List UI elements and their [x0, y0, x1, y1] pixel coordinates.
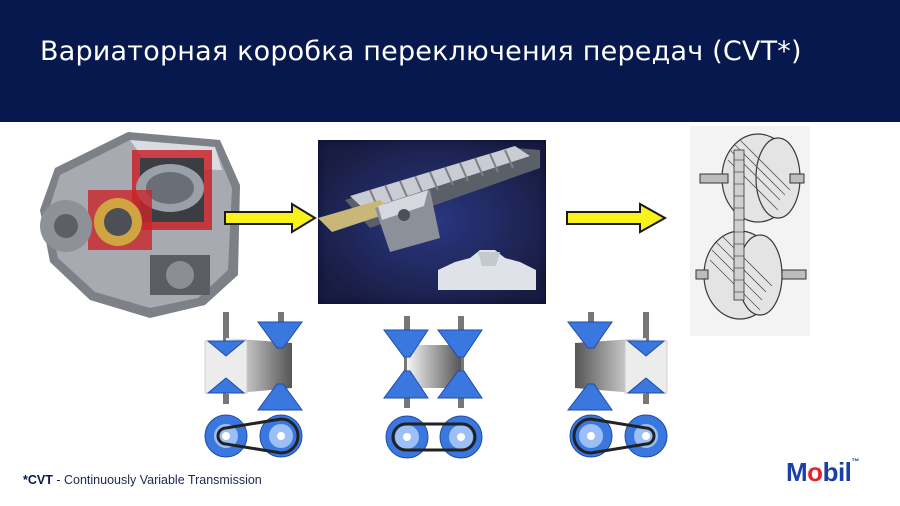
- title-bar: Вариаторная коробка переключения передач…: [0, 0, 900, 122]
- arrow-right-icon: [224, 202, 317, 234]
- footnote-abbreviation: *CVT: [23, 473, 53, 487]
- cvt-gearbox-cutaway-photo: [40, 132, 240, 318]
- slide-title: Вариаторная коробка переключения передач…: [40, 36, 802, 67]
- push-belt-segment-closeup: [318, 140, 546, 304]
- footnote: *CVT - Continuously Variable Transmissio…: [23, 473, 262, 487]
- ratio-diagram-high: [566, 312, 668, 458]
- footnote-text: - Continuously Variable Transmission: [52, 473, 262, 487]
- arrow-right-icon: [566, 202, 668, 234]
- cone-pulley-engraving: [690, 126, 810, 336]
- mobil-logo: Mobil™: [786, 457, 859, 487]
- ratio-diagram-mid: [383, 316, 483, 459]
- ratio-diagram-low: [204, 312, 303, 458]
